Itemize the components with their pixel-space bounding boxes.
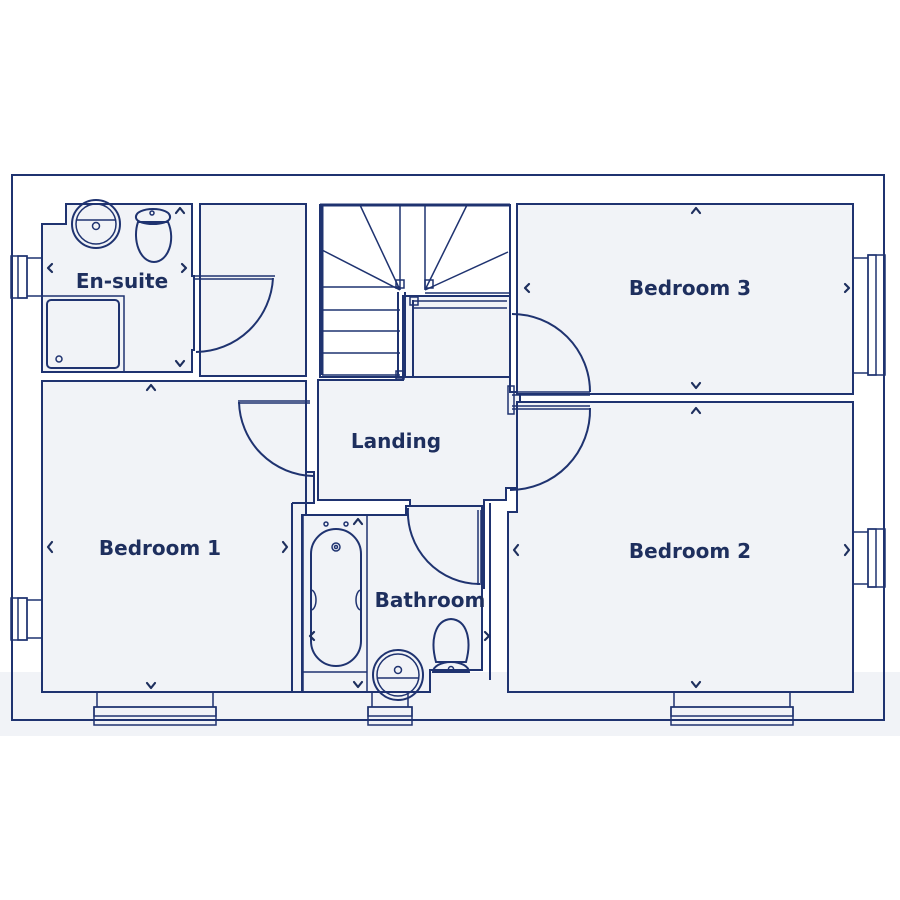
room-label-bedroom2: Bedroom 2 [628, 539, 752, 563]
window-bed1-bottom [93, 692, 217, 726]
room-label-ensuite: En-suite [75, 269, 169, 293]
room-label-bathroom: Bathroom [374, 588, 486, 612]
bathroom-toilet [432, 617, 470, 663]
bedroom3-room [516, 203, 854, 395]
room-label-bedroom1: Bedroom 1 [98, 536, 222, 560]
ensuite-hall [199, 203, 307, 377]
shower-tray [46, 299, 120, 369]
window-bed2-bottom [670, 692, 794, 726]
dimension-chevrons [46, 206, 851, 690]
window-bed3-right [853, 254, 886, 376]
window-bed2-right [853, 528, 886, 588]
ensuite-room [41, 203, 195, 373]
room-label-landing: Landing [350, 429, 442, 453]
room-label-bedroom3: Bedroom 3 [628, 276, 752, 300]
bathtub [310, 528, 362, 667]
window-bed1-left [10, 597, 42, 641]
ensuite-toilet [135, 221, 173, 264]
window-ensuite-left [10, 255, 42, 299]
ensuite-washbasin [71, 199, 121, 249]
bathroom-washbasin [372, 649, 424, 701]
bedroom2-room [507, 401, 854, 693]
window-bath-bottom [367, 692, 413, 726]
